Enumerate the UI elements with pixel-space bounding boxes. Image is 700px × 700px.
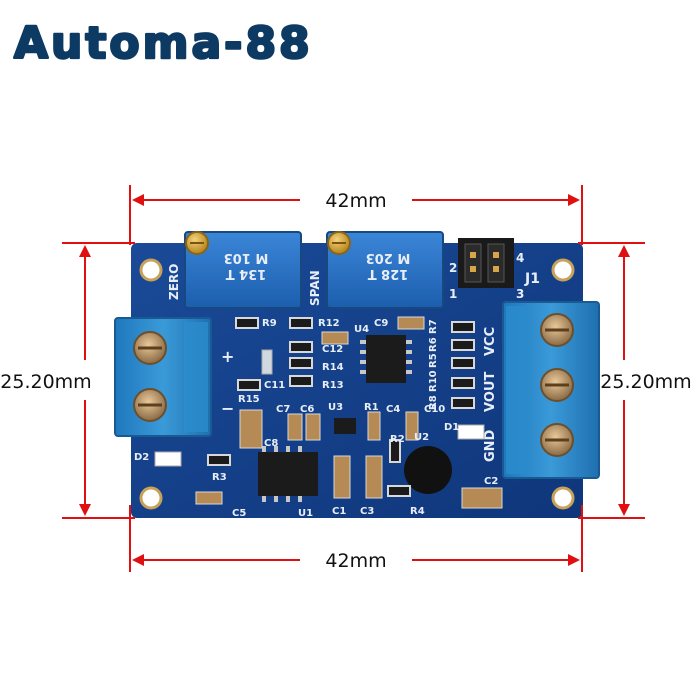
span-pot-marking-bottom: 128 T [368,266,409,281]
span-potentiometer: M 203 128 T SPAN [308,231,444,309]
mount-hole [551,486,575,510]
component-label: R6 [428,337,439,352]
zero-potentiometer: M 103 134 T ZERO [167,231,302,309]
brand-logo: Automa-88 [13,17,313,71]
gnd-label: GND [483,429,498,462]
brand-text: Automa-88 [14,18,313,69]
component-label: C8 [264,438,278,449]
span-pot-marking-top: M 203 [366,250,411,265]
zero-pot-marking-bottom: 134 T [226,266,267,281]
output-terminal-block: VCC VOUT GND [483,301,600,479]
vcc-label: VCC [483,327,498,356]
zero-label: ZERO [167,264,181,300]
component-label: R12 [318,318,340,329]
regulator-u2 [404,446,452,494]
component-label: U3 [328,402,343,413]
component-label: U2 [414,432,429,443]
component-label: R9 [262,318,277,329]
ic-u4 [360,335,412,383]
transistor-u3 [334,418,356,434]
polarity-minus: − [221,399,234,418]
component-label: C6 [300,404,314,415]
component-label: D2 [134,452,149,463]
pin-label: 1 [449,287,457,301]
component-label: R5 [428,353,439,368]
component-label: R8 [428,395,439,410]
pin-label: 3 [516,287,524,301]
top-width-label: 42mm [325,190,386,212]
component-label: C2 [484,476,498,487]
pcb-board [131,243,583,518]
component-label: C11 [264,380,285,391]
component-label: C1 [332,506,346,517]
input-terminal-block: + − [114,317,234,437]
component-label: R13 [322,380,344,391]
polarity-plus: + [221,347,234,366]
component-label: D1 [444,422,459,433]
pin-label: 4 [516,251,524,265]
vout-label: VOUT [483,372,498,412]
component-label: R3 [212,472,227,483]
mount-hole [139,486,163,510]
bottom-width-label: 42mm [325,550,386,572]
pin-label: 2 [449,261,457,275]
component-label: R14 [322,362,344,373]
component-label: R10 [428,370,439,392]
component-label: R4 [410,506,425,517]
component-label: C9 [374,318,388,329]
component-label: R1 [364,402,379,413]
jumper-j1: 1 2 3 4 J1 [449,238,540,301]
component-label: R15 [238,394,260,405]
component-label: R2 [390,434,405,445]
right-height-label: 25.20mm [600,371,691,393]
smd-components [154,316,503,509]
component-label: C10 [424,404,445,415]
component-label: C4 [386,404,400,415]
span-label: SPAN [308,270,322,306]
component-label: C7 [276,404,290,415]
jumper-label: J1 [524,271,540,287]
mount-hole [551,258,575,282]
left-height-label: 25.20mm [0,371,91,393]
component-label: C5 [232,508,246,519]
dimension-lines [62,185,645,572]
zero-pot-marking-top: M 103 [224,250,269,265]
silkscreen-labels: R9 R12 C9 R7 U4 C12 R14 R13 R15 C11 R6 R… [134,318,498,519]
mount-hole [139,258,163,282]
ic-u1 [258,446,318,502]
component-label: C3 [360,506,374,517]
component-label: U4 [354,324,369,335]
component-label: U1 [298,508,313,519]
component-label: R7 [428,319,439,334]
component-label: C12 [322,344,343,355]
